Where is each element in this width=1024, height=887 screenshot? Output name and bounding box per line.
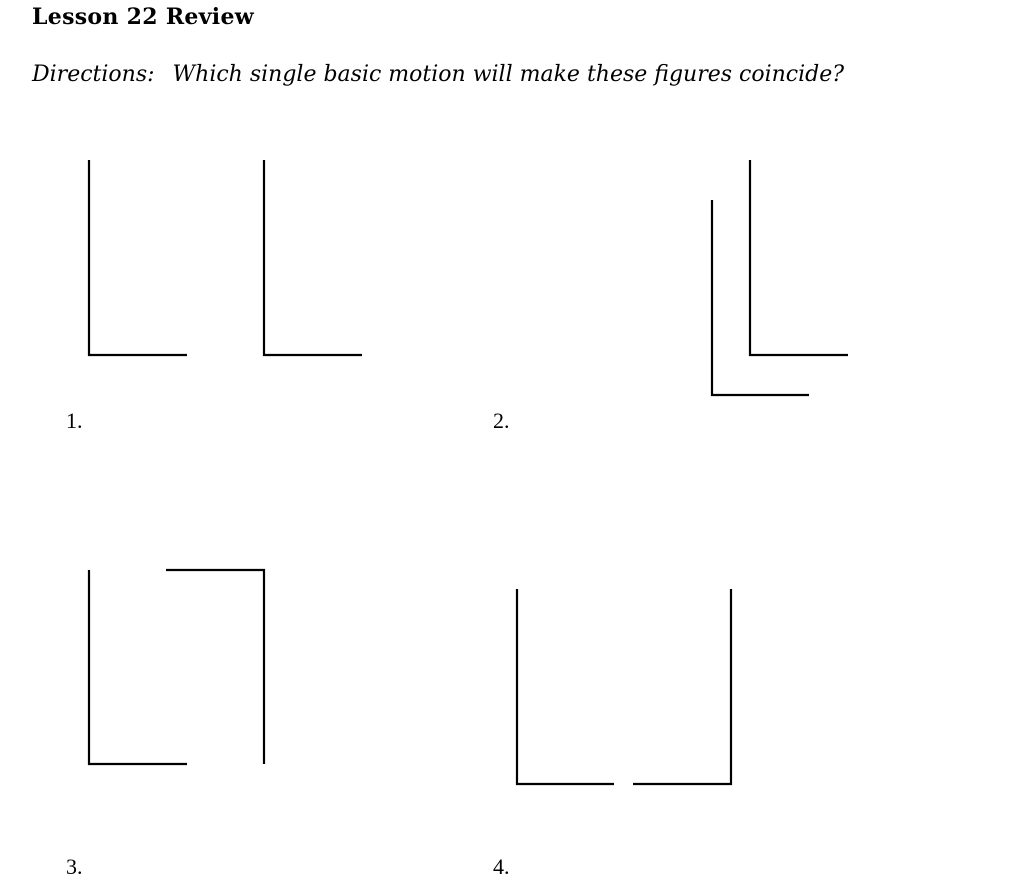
problem-2-figures <box>710 160 848 397</box>
problem-3-figures <box>87 568 266 766</box>
problem-1-figures <box>87 160 362 357</box>
problem-4-figure-b <box>633 589 733 786</box>
problem-2-figure-b <box>710 200 809 397</box>
directions: Directions: Which single basic motion wil… <box>32 62 844 87</box>
directions-text: Which single basic motion will make thes… <box>172 62 845 87</box>
problem-2-figure-a <box>748 160 848 357</box>
problem-4-figure-a <box>515 589 614 786</box>
directions-label: Directions: <box>32 62 155 87</box>
problem-3-figure-a <box>87 570 187 766</box>
page-title: Lesson 22 Review <box>32 4 254 30</box>
problem-number-4: 4. <box>493 854 510 879</box>
problem-number-2: 2. <box>493 408 510 433</box>
problem-1-figure-b <box>262 160 362 357</box>
problem-number-3: 3. <box>66 854 83 879</box>
problem-1-figure-a <box>87 160 187 357</box>
problem-3-figure-b <box>166 568 266 764</box>
problem-number-1: 1. <box>66 408 83 433</box>
problem-4-figures <box>515 589 733 786</box>
